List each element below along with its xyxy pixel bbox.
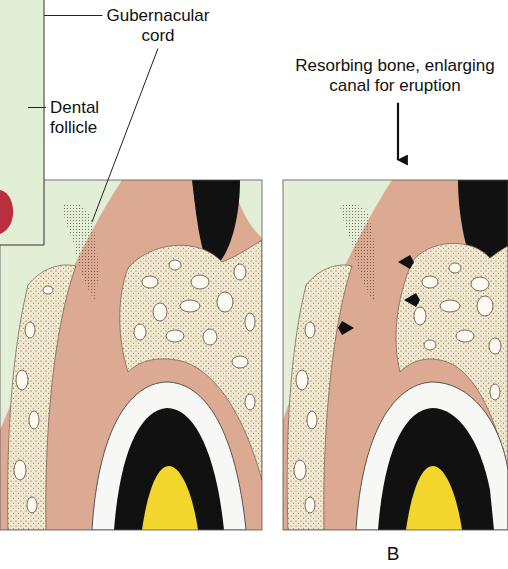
panel-frame bbox=[283, 180, 508, 530]
dentin bbox=[378, 408, 494, 530]
leader-line bbox=[92, 48, 158, 222]
structure-label: Dental follicle bbox=[50, 98, 128, 139]
enamel bbox=[356, 382, 508, 530]
dentin bbox=[114, 408, 224, 530]
right-panel bbox=[283, 180, 508, 530]
leader-line bbox=[28, 107, 46, 108]
enamel bbox=[92, 382, 246, 530]
inset-border bbox=[0, 0, 44, 245]
alveolar-bone bbox=[287, 265, 352, 530]
pointer-arrow bbox=[397, 103, 399, 160]
structure-label: Gubernacular cord bbox=[96, 6, 220, 47]
alveolar-bone bbox=[8, 265, 76, 530]
process-label: Resorbing bone, enlarging canal for erup… bbox=[284, 56, 506, 97]
panel-letter: B bbox=[370, 543, 416, 566]
resorption-arrows bbox=[338, 255, 420, 335]
inset-tooth-germ bbox=[0, 190, 13, 234]
pulp bbox=[406, 466, 462, 530]
leader-line bbox=[44, 15, 102, 16]
pulp bbox=[142, 466, 198, 530]
inset-panel bbox=[0, 0, 44, 245]
soft-tissue bbox=[283, 180, 508, 530]
